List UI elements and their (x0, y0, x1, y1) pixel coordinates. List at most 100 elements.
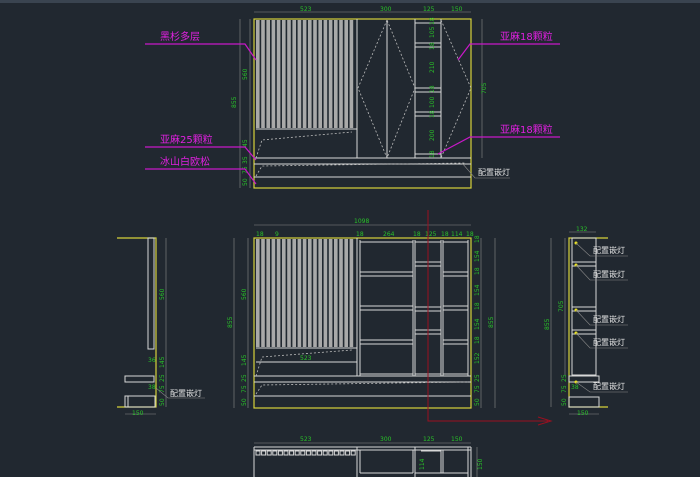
dim-text: 145 (159, 356, 166, 368)
dim-text: 36 (148, 357, 156, 364)
slat (328, 239, 333, 347)
slat-section (333, 450, 339, 456)
slat (276, 20, 281, 128)
dim-text: 200 (429, 129, 436, 141)
note-label: 配置嵌灯 (593, 381, 625, 391)
dim-text: 114 (419, 458, 426, 470)
slat-section (266, 450, 272, 456)
slat (287, 20, 291, 128)
slat-section (317, 450, 323, 456)
slat (282, 239, 286, 347)
dim-text: 264 (383, 231, 395, 238)
dim-text: 145 (241, 354, 248, 366)
dim-text: 523 (300, 436, 312, 443)
dim-text: 18 (429, 110, 436, 118)
dim-text: 50 (159, 398, 166, 406)
slat-section (339, 450, 345, 456)
slat (349, 239, 354, 347)
dim-text: 1098 (354, 218, 369, 225)
dim-text: 50 (241, 398, 248, 406)
dim-text: 125 (423, 6, 435, 13)
dim-text: 855 (227, 316, 234, 328)
dim-text: 150 (477, 458, 484, 470)
slat (271, 239, 276, 347)
plan-view: 523 300 125 150 114 150 (253, 436, 484, 477)
dim-text: 18 (474, 302, 481, 310)
slat (328, 20, 333, 128)
dim-text: 50 (474, 398, 481, 406)
note-label: 配置嵌灯 (593, 269, 625, 279)
dim-text: 18 (474, 267, 481, 275)
slat (344, 239, 348, 347)
slat (313, 239, 317, 347)
dim-text: 38 (571, 384, 579, 391)
dim-text: 560 (241, 288, 248, 300)
dim-text: 18 (429, 17, 436, 25)
dim-text: 25 (159, 374, 166, 382)
dim-text: 100 (429, 96, 436, 108)
dim-text: 855 (488, 316, 495, 328)
dim-text: 25 (241, 374, 248, 382)
dim-text: 9 (275, 231, 279, 238)
material-label: 亚麻18颗粒 (500, 30, 553, 43)
section-arrow (537, 416, 553, 426)
slat-section (283, 450, 289, 456)
section-line (427, 210, 548, 422)
slat-section (261, 450, 267, 456)
dim-text: 150 (577, 410, 589, 417)
dim-text: 132 (576, 226, 588, 233)
slat-section (350, 450, 356, 456)
dim-text: 18 (429, 42, 436, 50)
slat (334, 239, 338, 347)
dim-text: 50 (242, 178, 249, 186)
dim-text: 560 (242, 68, 249, 80)
dim-text: 18 (466, 231, 474, 238)
dim-text: 560 (159, 288, 166, 300)
dim-text: 25 (561, 374, 568, 382)
slat (318, 20, 322, 128)
dim-text: 75 (159, 385, 166, 393)
dim-text: 18 (356, 231, 364, 238)
slat-section (277, 450, 283, 456)
slat (292, 20, 296, 128)
slat (302, 239, 307, 347)
dim-text: 300 (380, 436, 392, 443)
dim-text: 154 (474, 250, 481, 262)
dim-text: 154 (474, 318, 481, 330)
dim-text: 300 (380, 6, 392, 13)
dim-text: 705 (481, 82, 488, 94)
slat (271, 20, 276, 128)
slat (266, 20, 270, 128)
slat-section (328, 450, 334, 456)
slat-section (272, 450, 278, 456)
dim-text: 18 (429, 85, 436, 93)
dim-text: 75 (241, 385, 248, 393)
dim-text: 25 (474, 374, 481, 382)
slat (302, 20, 307, 128)
dim-text: 18 (441, 231, 449, 238)
slat (297, 239, 302, 347)
dim-text: 125 (423, 436, 435, 443)
top-bar (0, 0, 700, 3)
slat (349, 20, 354, 128)
note-label: 配置嵌灯 (170, 388, 202, 398)
dim-text: 125 (425, 231, 437, 238)
slat-section (289, 450, 295, 456)
dim-text: 150 (132, 410, 144, 417)
slat-section (322, 450, 328, 456)
dim-text: 38 (148, 384, 156, 391)
slat (313, 20, 317, 128)
dim-text: 150 (451, 436, 463, 443)
left-side-view: 560 145 25 75 50 36 38 150 配置嵌灯 (117, 237, 205, 417)
slat (308, 239, 312, 347)
dim-text: 18 (256, 231, 264, 238)
slat-section (305, 450, 311, 456)
slat (323, 20, 328, 128)
slat-section (311, 450, 317, 456)
dim-text: 855 (544, 318, 551, 330)
material-label: 黑杉多层 (160, 30, 200, 43)
slat-section (255, 450, 261, 456)
dim-text: 18 (474, 336, 481, 344)
dim-text: 210 (429, 61, 436, 73)
slats (256, 20, 354, 128)
